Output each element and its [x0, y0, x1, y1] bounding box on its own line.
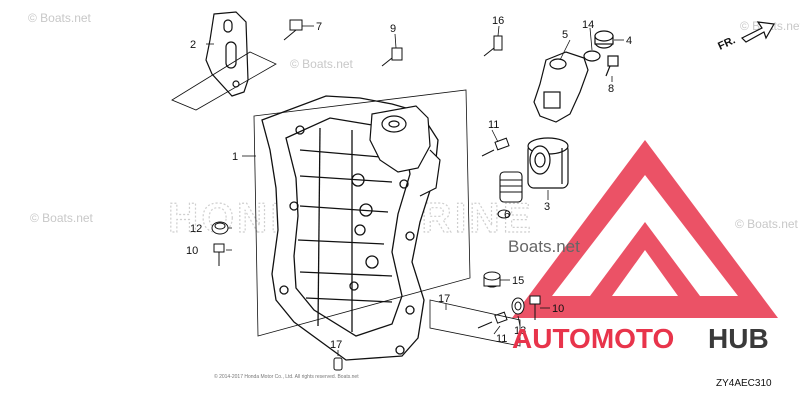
cover-part-5	[533, 51, 589, 123]
boss-part	[369, 105, 441, 197]
nut-15	[483, 271, 501, 288]
bolt-11-upper	[481, 137, 510, 157]
watermark-right: © Boats.net	[735, 217, 799, 231]
brand-text-secondary: HUB	[708, 323, 769, 354]
automotohub-logo-mark	[512, 140, 778, 318]
watermark-left: © Boats.net	[30, 211, 94, 225]
oil-filter-part-3	[527, 137, 569, 189]
callout-17-left: 17	[330, 339, 342, 351]
callout-12: 12	[190, 223, 202, 235]
callout-2: 2	[190, 39, 196, 51]
bolt-9	[381, 47, 403, 67]
diagram-code: ZY4AEC310	[716, 378, 772, 389]
callout-1: 1	[232, 151, 238, 163]
bolt-10-right	[529, 295, 541, 320]
washer-16	[583, 50, 601, 62]
callout-15: 15	[512, 275, 524, 287]
callout-16: 14	[582, 19, 594, 31]
callout-8: 8	[608, 83, 614, 95]
watermark-top: © Boats.net	[290, 57, 354, 71]
cap-4	[594, 30, 614, 49]
washer-12	[211, 221, 229, 235]
bracket-guide-lines	[171, 51, 277, 111]
bolt-10-left	[213, 243, 225, 266]
leader-lines	[206, 25, 624, 356]
callout-10-right: 10	[552, 303, 564, 315]
part1-guide-lines	[253, 89, 471, 337]
callout-7: 7	[316, 21, 322, 33]
watermark-center: Boats.net	[508, 237, 580, 256]
front-arrow-icon	[740, 21, 775, 43]
bolt-7	[283, 19, 303, 41]
bolt-11-lower	[477, 311, 508, 329]
copyright-line: © 2014-2017 Honda Motor Co., Ltd. All ri…	[214, 373, 359, 380]
pin-17	[333, 357, 343, 371]
callout-11-upper: 11	[488, 119, 499, 131]
callout-17-right: 17	[438, 293, 450, 305]
boats-net-watermarks: © Boats.net © Boats.net © Boats.net © Bo…	[28, 11, 800, 231]
fitting-part-6	[497, 171, 523, 219]
lower-guide-lines	[429, 299, 521, 347]
callout-11-lower: 11	[496, 333, 507, 345]
callout-9: 9	[390, 23, 396, 35]
brand-text-primary: AUTOMOTO	[512, 323, 674, 354]
callout-5: 5	[562, 29, 568, 41]
callout-10-left: 10	[186, 245, 198, 257]
bolt-8	[605, 55, 619, 77]
callout-6: 6	[504, 209, 510, 221]
front-label: FR.	[716, 34, 737, 52]
callout-3: 3	[544, 201, 550, 213]
callout-labels: 2 7 9 16 5 14 4 8 1 11 3 6 12 10 15 17 1…	[186, 15, 632, 351]
callout-4: 4	[626, 35, 632, 47]
watermark-tl: © Boats.net	[28, 11, 92, 25]
bolt-14	[483, 35, 503, 57]
callout-14: 16	[492, 15, 504, 27]
callout-13: 13	[514, 325, 526, 337]
seal-13	[511, 297, 525, 315]
